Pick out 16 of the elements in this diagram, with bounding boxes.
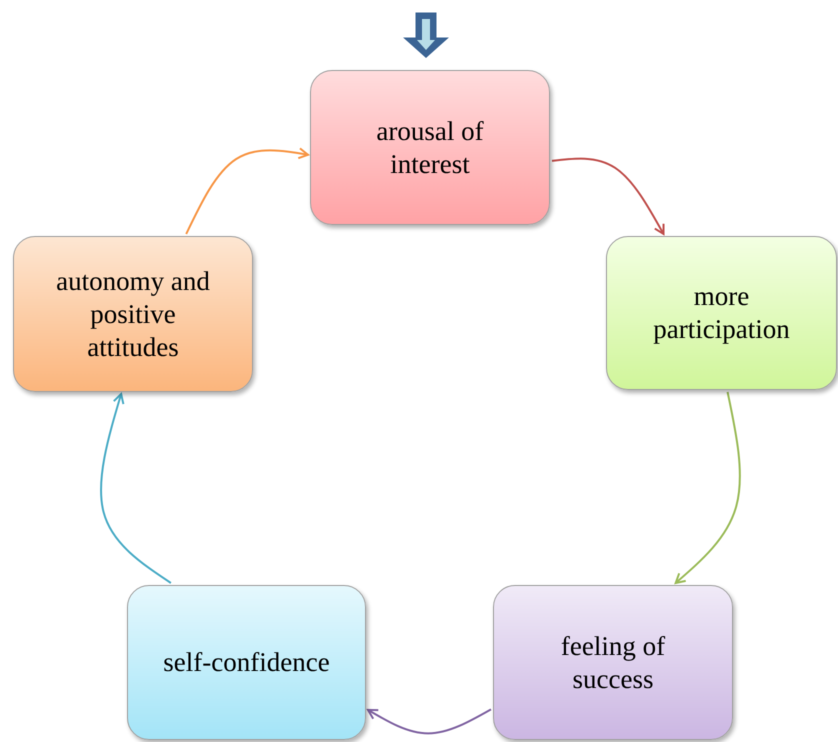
curved-arrow (100, 393, 172, 584)
box-label: feeling of success (560, 630, 666, 696)
process-box (606, 236, 837, 390)
curved-arrow (674, 392, 741, 584)
block-arrow (403, 12, 449, 58)
curved-arrow (185, 147, 309, 234)
box-label: more participation (652, 280, 791, 346)
process-box (127, 585, 366, 740)
box-label: self-confidence (162, 646, 331, 679)
curved-arrow (367, 708, 492, 734)
box-label: arousal of interest (375, 114, 485, 180)
curved-arrow (552, 158, 665, 235)
process-box (13, 236, 253, 392)
process-box (493, 585, 733, 740)
process-box (310, 70, 550, 225)
box-label: autonomy and positive attitudes (55, 264, 211, 364)
